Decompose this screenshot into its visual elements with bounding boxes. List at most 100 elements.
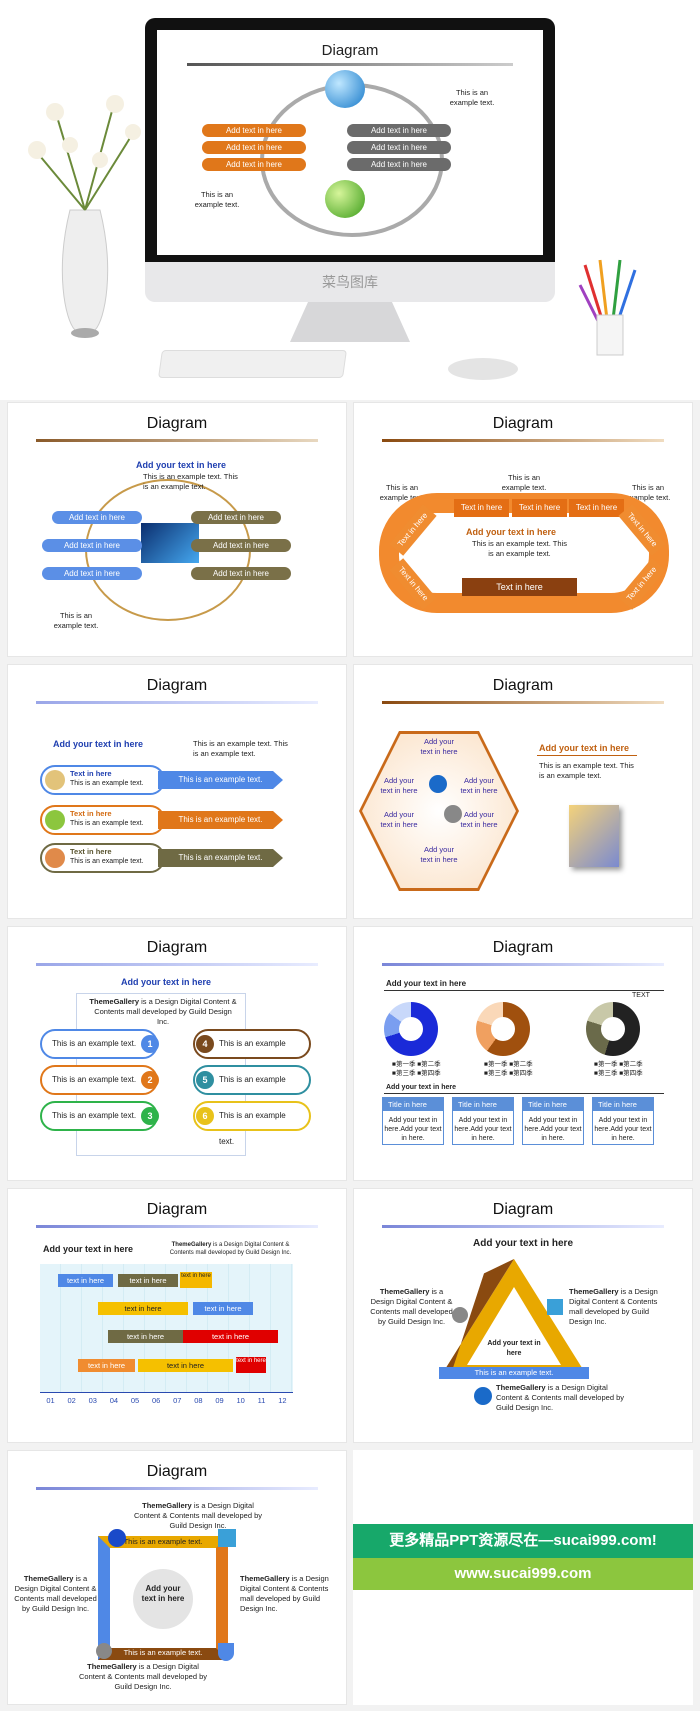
edge-text-top: This is an example text. bbox=[123, 1537, 203, 1546]
hero-note-bottom: This is an example text. bbox=[194, 190, 240, 209]
gantt-bar-6[interactable]: text in here bbox=[108, 1330, 183, 1343]
title-underline bbox=[36, 1225, 318, 1228]
item-4[interactable]: This is an example text. bbox=[193, 1029, 311, 1074]
slide2-arrow-3[interactable]: Text in here bbox=[569, 499, 624, 517]
slide-title: Diagram bbox=[146, 939, 208, 956]
gantt-bar-4[interactable]: text in here bbox=[98, 1302, 188, 1315]
slide-title: Diagram bbox=[492, 415, 554, 432]
slide-1[interactable]: Diagram Add your text in here This is an… bbox=[7, 402, 347, 657]
gantt-bar-9[interactable]: text in here bbox=[138, 1359, 233, 1372]
slide1-heading: Add your text in here bbox=[136, 460, 227, 470]
slide-8[interactable]: Diagram Add your text in here Add your t… bbox=[353, 1188, 693, 1443]
hex-item-5: Add your text in here bbox=[460, 810, 498, 829]
slide2-arrow-2[interactable]: Text in here bbox=[512, 499, 567, 517]
title-underline bbox=[36, 701, 318, 704]
panel-head: Title in here bbox=[593, 1098, 653, 1111]
slide1-left-pill-3[interactable]: Add text in here bbox=[42, 567, 142, 580]
globe-icon bbox=[474, 1387, 492, 1405]
timeline-line bbox=[384, 990, 664, 991]
brand-left: ThemeGallery is a Design Digital Content… bbox=[370, 1287, 453, 1326]
num-4: 4 bbox=[196, 1035, 214, 1053]
num-5: 5 bbox=[196, 1071, 214, 1089]
hex-item-2: Add your text in here bbox=[380, 776, 418, 795]
slide1-sub: This is an example text. This is an exam… bbox=[143, 472, 238, 491]
slide1-right-pill-1[interactable]: Add text in here bbox=[191, 511, 281, 524]
slide2-arrow-1[interactable]: Text in here bbox=[454, 499, 509, 517]
hero-right-pill-3[interactable]: Add text in here bbox=[347, 158, 451, 171]
hero-right-pill-1[interactable]: Add text in here bbox=[347, 124, 451, 137]
gantt-bar-3[interactable]: text in here bbox=[180, 1272, 212, 1288]
slide-title: Diagram bbox=[146, 1201, 208, 1218]
slide1-right-pill-3[interactable]: Add text in here bbox=[191, 567, 291, 580]
gantt-bar-10[interactable]: text in here bbox=[236, 1357, 266, 1373]
item-3[interactable]: This is an example text. bbox=[40, 1101, 158, 1131]
slide3-row-2[interactable]: Text in here This is an example text. Th… bbox=[40, 805, 285, 835]
slide5-heading: Add your text in here bbox=[121, 977, 212, 987]
slide-title: Diagram bbox=[492, 677, 554, 694]
hero-left-pill-2[interactable]: Add text in here bbox=[202, 141, 306, 154]
hex-item-1: Add your text in here bbox=[420, 737, 458, 756]
panel-body: Add your text in here.Add your text in h… bbox=[524, 1117, 582, 1142]
gantt-bar-1[interactable]: text in here bbox=[58, 1274, 113, 1287]
item-1[interactable]: This is an example text. bbox=[40, 1029, 158, 1059]
shield-icon bbox=[218, 1643, 234, 1661]
slide7-brand: ThemeGallery is a Design Digital Content… bbox=[169, 1242, 292, 1256]
slide-9[interactable]: Diagram ThemeGallery is a Design Digital… bbox=[7, 1450, 347, 1705]
panel-head: Title in here bbox=[523, 1098, 583, 1111]
brand-name: ThemeGallery bbox=[89, 997, 140, 1006]
item-text: This is an example text. bbox=[52, 1075, 137, 1084]
slide1-right-pill-2[interactable]: Add text in here bbox=[191, 539, 291, 552]
slide2-arrow-7[interactable]: Text in here bbox=[462, 578, 577, 596]
hex-item-3: Add your text in here bbox=[460, 776, 498, 795]
gear-icon bbox=[96, 1643, 112, 1659]
donut-3 bbox=[586, 1002, 640, 1056]
slide-7[interactable]: Diagram Add your text in here ThemeGalle… bbox=[7, 1188, 347, 1443]
flower-pot-icon bbox=[45, 848, 65, 868]
ad-banner-1[interactable]: 更多精品PPT资源尽在—sucai999.com! bbox=[353, 1524, 693, 1558]
edge-text-bottom: This is an example text. bbox=[123, 1648, 203, 1657]
gear-icon bbox=[452, 1307, 468, 1323]
hero-left-pill-1[interactable]: Add text in here bbox=[202, 124, 306, 137]
num-2: 2 bbox=[141, 1071, 159, 1089]
item-text: This is an example text. bbox=[52, 1039, 137, 1048]
slide1-left-pill-1[interactable]: Add text in here bbox=[52, 511, 142, 524]
slide-title: Diagram bbox=[492, 1201, 554, 1218]
title-underline bbox=[36, 439, 318, 442]
slide4-heading: Add your text in here bbox=[539, 743, 630, 753]
edge-text-base: This is an example text. bbox=[474, 1368, 554, 1377]
globe-icon bbox=[108, 1529, 126, 1547]
row-bar: This is an example text. bbox=[158, 771, 283, 789]
title-underline bbox=[36, 1487, 318, 1490]
num-6: 6 bbox=[196, 1107, 214, 1125]
square-center: Add your text in here bbox=[141, 1584, 185, 1603]
hero-right-pill-2[interactable]: Add text in here bbox=[347, 141, 451, 154]
slide6-heading1: Add your text in here bbox=[386, 979, 467, 988]
slide3-row-3[interactable]: Text in here This is an example text. Th… bbox=[40, 843, 285, 873]
gantt-bar-2[interactable]: text in here bbox=[118, 1274, 178, 1287]
hero-left-pill-3[interactable]: Add text in here bbox=[202, 158, 306, 171]
item-2[interactable]: This is an example text. bbox=[40, 1065, 158, 1095]
monitor-image bbox=[141, 523, 199, 563]
slide-2[interactable]: Diagram This is an example text. This is… bbox=[353, 402, 693, 657]
brand-top: ThemeGallery is a Design Digital Content… bbox=[134, 1501, 262, 1530]
slide3-row-1[interactable]: Text in here This is an example text. Th… bbox=[40, 765, 285, 795]
row-desc: This is an example text. bbox=[70, 780, 144, 787]
ad-banner-2[interactable]: www.sucai999.com bbox=[353, 1558, 693, 1590]
gantt-bar-5[interactable]: text in here bbox=[193, 1302, 253, 1315]
row-desc: This is an example text. bbox=[70, 820, 144, 827]
mouse bbox=[448, 358, 518, 380]
slide2-note-3: This is an example text. bbox=[625, 483, 671, 502]
slide-5[interactable]: Diagram Add your text in here ThemeGalle… bbox=[7, 926, 347, 1181]
gantt-bar-8[interactable]: text in here bbox=[78, 1359, 135, 1372]
slide-6[interactable]: Diagram Add your text in here TEXT ■第一季 … bbox=[353, 926, 693, 1181]
slide1-left-pill-2[interactable]: Add text in here bbox=[42, 539, 142, 552]
gantt-bar-7[interactable]: text in here bbox=[183, 1330, 278, 1343]
slide-3[interactable]: Diagram Add your text in here This is an… bbox=[7, 664, 347, 919]
slide8-heading: Add your text in here bbox=[472, 1238, 573, 1249]
slide-4[interactable]: Diagram Add your text in here Add your t… bbox=[353, 664, 693, 919]
brand-bottom: ThemeGallery is a Design Digital Content… bbox=[496, 1383, 624, 1412]
